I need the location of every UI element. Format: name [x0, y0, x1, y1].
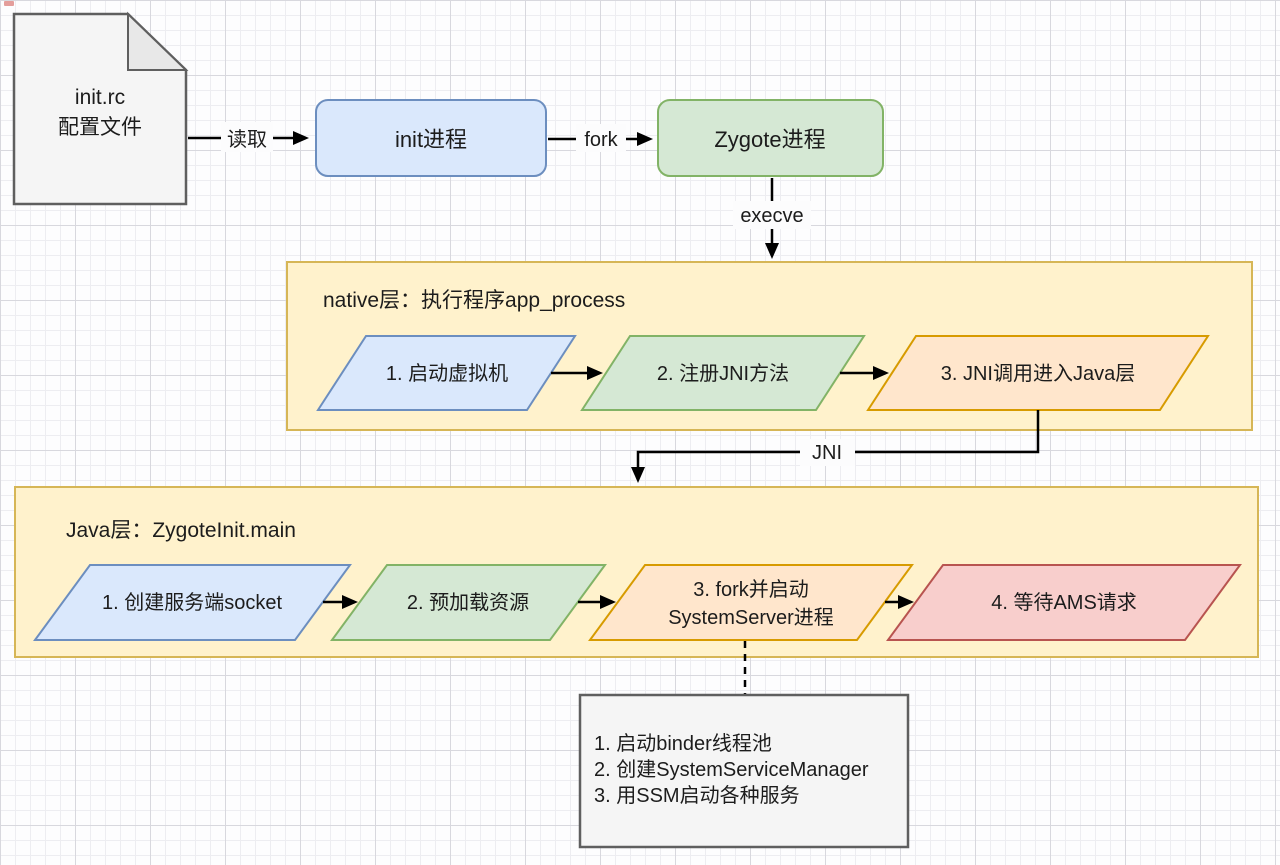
- java-step2-shape: [330, 564, 607, 641]
- native-step3-shape: [866, 335, 1210, 411]
- node-java-step3[interactable]: 3. fork并启动 SystemServer进程: [588, 564, 914, 641]
- fork-label: fork: [584, 129, 618, 151]
- node-java-step1[interactable]: 1. 创建服务端socket: [33, 564, 352, 641]
- edge-fork: fork: [548, 124, 653, 152]
- java-step3-shape: [588, 564, 914, 641]
- node-java-step2[interactable]: 2. 预加载资源: [330, 564, 607, 641]
- native-step2-shape: [580, 335, 866, 411]
- systemserver-task1: 1. 启动binder线程池: [594, 732, 772, 755]
- node-init-process[interactable]: init进程: [315, 99, 547, 177]
- node-native-step3[interactable]: 3. JNI调用进入Java层: [866, 335, 1210, 411]
- node-zygote-process[interactable]: Zygote进程: [657, 99, 884, 177]
- systemserver-tasks-shape: [578, 693, 910, 849]
- systemserver-task2: 2. 创建SystemServiceManager: [594, 758, 869, 781]
- edge-read: 读取: [188, 122, 309, 152]
- read-label-halo: [221, 122, 273, 152]
- jni-label-halo: [800, 439, 855, 466]
- execve-label-halo: [733, 201, 811, 229]
- init-process-label: init进程: [395, 127, 467, 152]
- read-label: 读取: [227, 128, 267, 151]
- java-step2-label: 2. 预加载资源: [407, 591, 529, 614]
- native-step1-shape: [316, 335, 577, 411]
- node-initrc-document[interactable]: init.rc 配置文件: [12, 11, 189, 206]
- native-layer-title: native层：执行程序app_process: [323, 289, 625, 312]
- node-native-step2[interactable]: 2. 注册JNI方法: [580, 335, 866, 411]
- java-step1-shape: [33, 564, 352, 641]
- execve-label: execve: [740, 205, 803, 227]
- fork-label-halo: [576, 124, 626, 152]
- document-fold-corner: [127, 11, 189, 71]
- init-process-shape: [315, 99, 547, 177]
- native-step2-label: 2. 注册JNI方法: [657, 362, 789, 385]
- native-step1-label: 1. 启动虚拟机: [386, 362, 508, 385]
- native-step3-label: 3. JNI调用进入Java层: [941, 362, 1135, 385]
- java-step1-label: 1. 创建服务端socket: [102, 591, 282, 614]
- java-step4-shape: [886, 564, 1242, 641]
- systemserver-task3: 3. 用SSM启动各种服务: [594, 784, 800, 807]
- red-corner-artifact: [4, 1, 14, 6]
- zygote-process-shape: [657, 99, 884, 177]
- document-shape: [12, 12, 188, 206]
- java-step3-label-line2: SystemServer进程: [668, 606, 834, 629]
- java-step3-label-line1: 3. fork并启动: [693, 578, 809, 601]
- node-systemserver-tasks[interactable]: 1. 启动binder线程池 2. 创建SystemServiceManager…: [578, 693, 910, 849]
- java-layer-title: Java层：ZygoteInit.main: [66, 519, 296, 542]
- zygote-process-label: Zygote进程: [714, 127, 825, 152]
- edge-jni: JNI: [631, 410, 1040, 483]
- node-native-step1[interactable]: 1. 启动虚拟机: [316, 335, 577, 411]
- document-label-line1: init.rc: [75, 86, 125, 109]
- node-java-step4[interactable]: 4. 等待AMS请求: [886, 564, 1242, 641]
- java-step4-label: 4. 等待AMS请求: [991, 591, 1137, 614]
- jni-label: JNI: [812, 442, 842, 464]
- edge-execve: execve: [733, 178, 811, 259]
- document-label-line2: 配置文件: [58, 116, 142, 139]
